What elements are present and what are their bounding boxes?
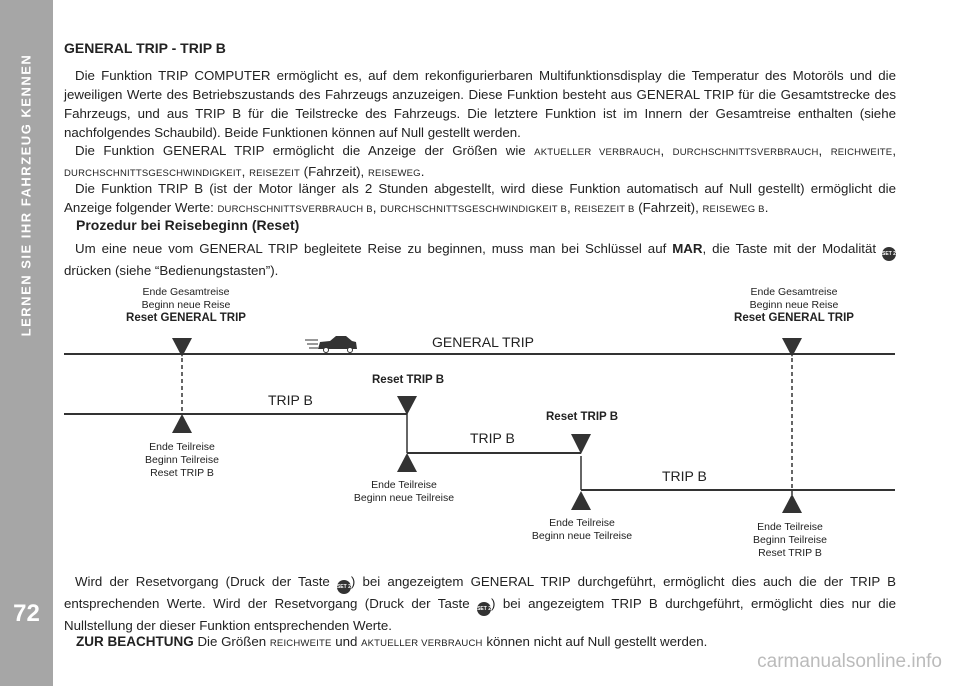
marker-down-left — [172, 338, 192, 357]
section-heading: GENERAL TRIP - TRIP B — [64, 40, 226, 56]
paragraph-5: Wird der Resetvorgang (Druck der Taste S… — [64, 574, 896, 633]
marker-down-b1 — [397, 396, 417, 415]
trip-b-label-1: TRIP B — [268, 392, 313, 408]
b4-bottom-label: Ende Teilreise Beginn Teilreise Reset TR… — [753, 521, 827, 559]
trip-diagram-graphics — [64, 336, 895, 513]
trip-b-label-2: TRIP B — [470, 430, 515, 446]
marker-up-b4 — [782, 494, 802, 513]
subheading: Prozedur bei Reisebeginn (Reset) — [76, 217, 300, 233]
paragraph-2: Die Funktion GENERAL TRIP ermöglicht die… — [64, 143, 897, 179]
marker-down-right — [782, 338, 802, 357]
set2-key-icon: SET 2 — [336, 580, 351, 594]
paragraph-3: Die Funktion TRIP B (ist der Motor länge… — [64, 181, 896, 215]
marker-up-b1 — [172, 414, 192, 433]
set2-key-icon: SET 2 — [477, 602, 492, 616]
page-number: 72 — [13, 600, 40, 627]
note: ZUR BEACHTUNG Die Größen reichweite und … — [76, 634, 708, 649]
marker-up-b2 — [397, 453, 417, 472]
set2-key-icon: SET 2 — [882, 247, 896, 261]
paragraph-1: Die Funktion TRIP COMPUTER ermöglicht es… — [64, 68, 896, 140]
watermark: carmanualsonline.info — [757, 651, 942, 672]
sidebar: LERNEN SIE IHR FAHRZEUG KENNEN 72 — [0, 0, 53, 686]
car-icon — [305, 336, 357, 353]
b1-bottom-label: Ende Teilreise Beginn Teilreise Reset TR… — [145, 441, 219, 479]
note-label: ZUR BEACHTUNG — [76, 634, 194, 649]
marker-down-b2 — [571, 434, 591, 454]
trip-b-label-3: TRIP B — [662, 468, 707, 484]
general-trip-label: GENERAL TRIP — [432, 334, 534, 350]
right-top-label: Ende Gesamtreise Beginn neue Reise Reset… — [734, 286, 854, 324]
marker-up-b3 — [571, 491, 591, 510]
reset-trip-b-label-2: Reset TRIP B — [545, 411, 619, 423]
paragraph-4: Um eine neue vom GENERAL TRIP begleitete… — [64, 241, 896, 278]
b2-bottom-label: Ende Teilreise Beginn neue Teilreise — [353, 479, 455, 504]
reset-trip-b-label-1: Reset TRIP B — [371, 374, 445, 386]
left-top-label: Ende Gesamtreise Beginn neue Reise Reset… — [126, 286, 246, 324]
trip-diagram: Ende Gesamtreise Beginn neue Reise Reset… — [0, 280, 960, 570]
b3-bottom-label: Ende Teilreise Beginn neue Teilreise — [531, 517, 633, 542]
